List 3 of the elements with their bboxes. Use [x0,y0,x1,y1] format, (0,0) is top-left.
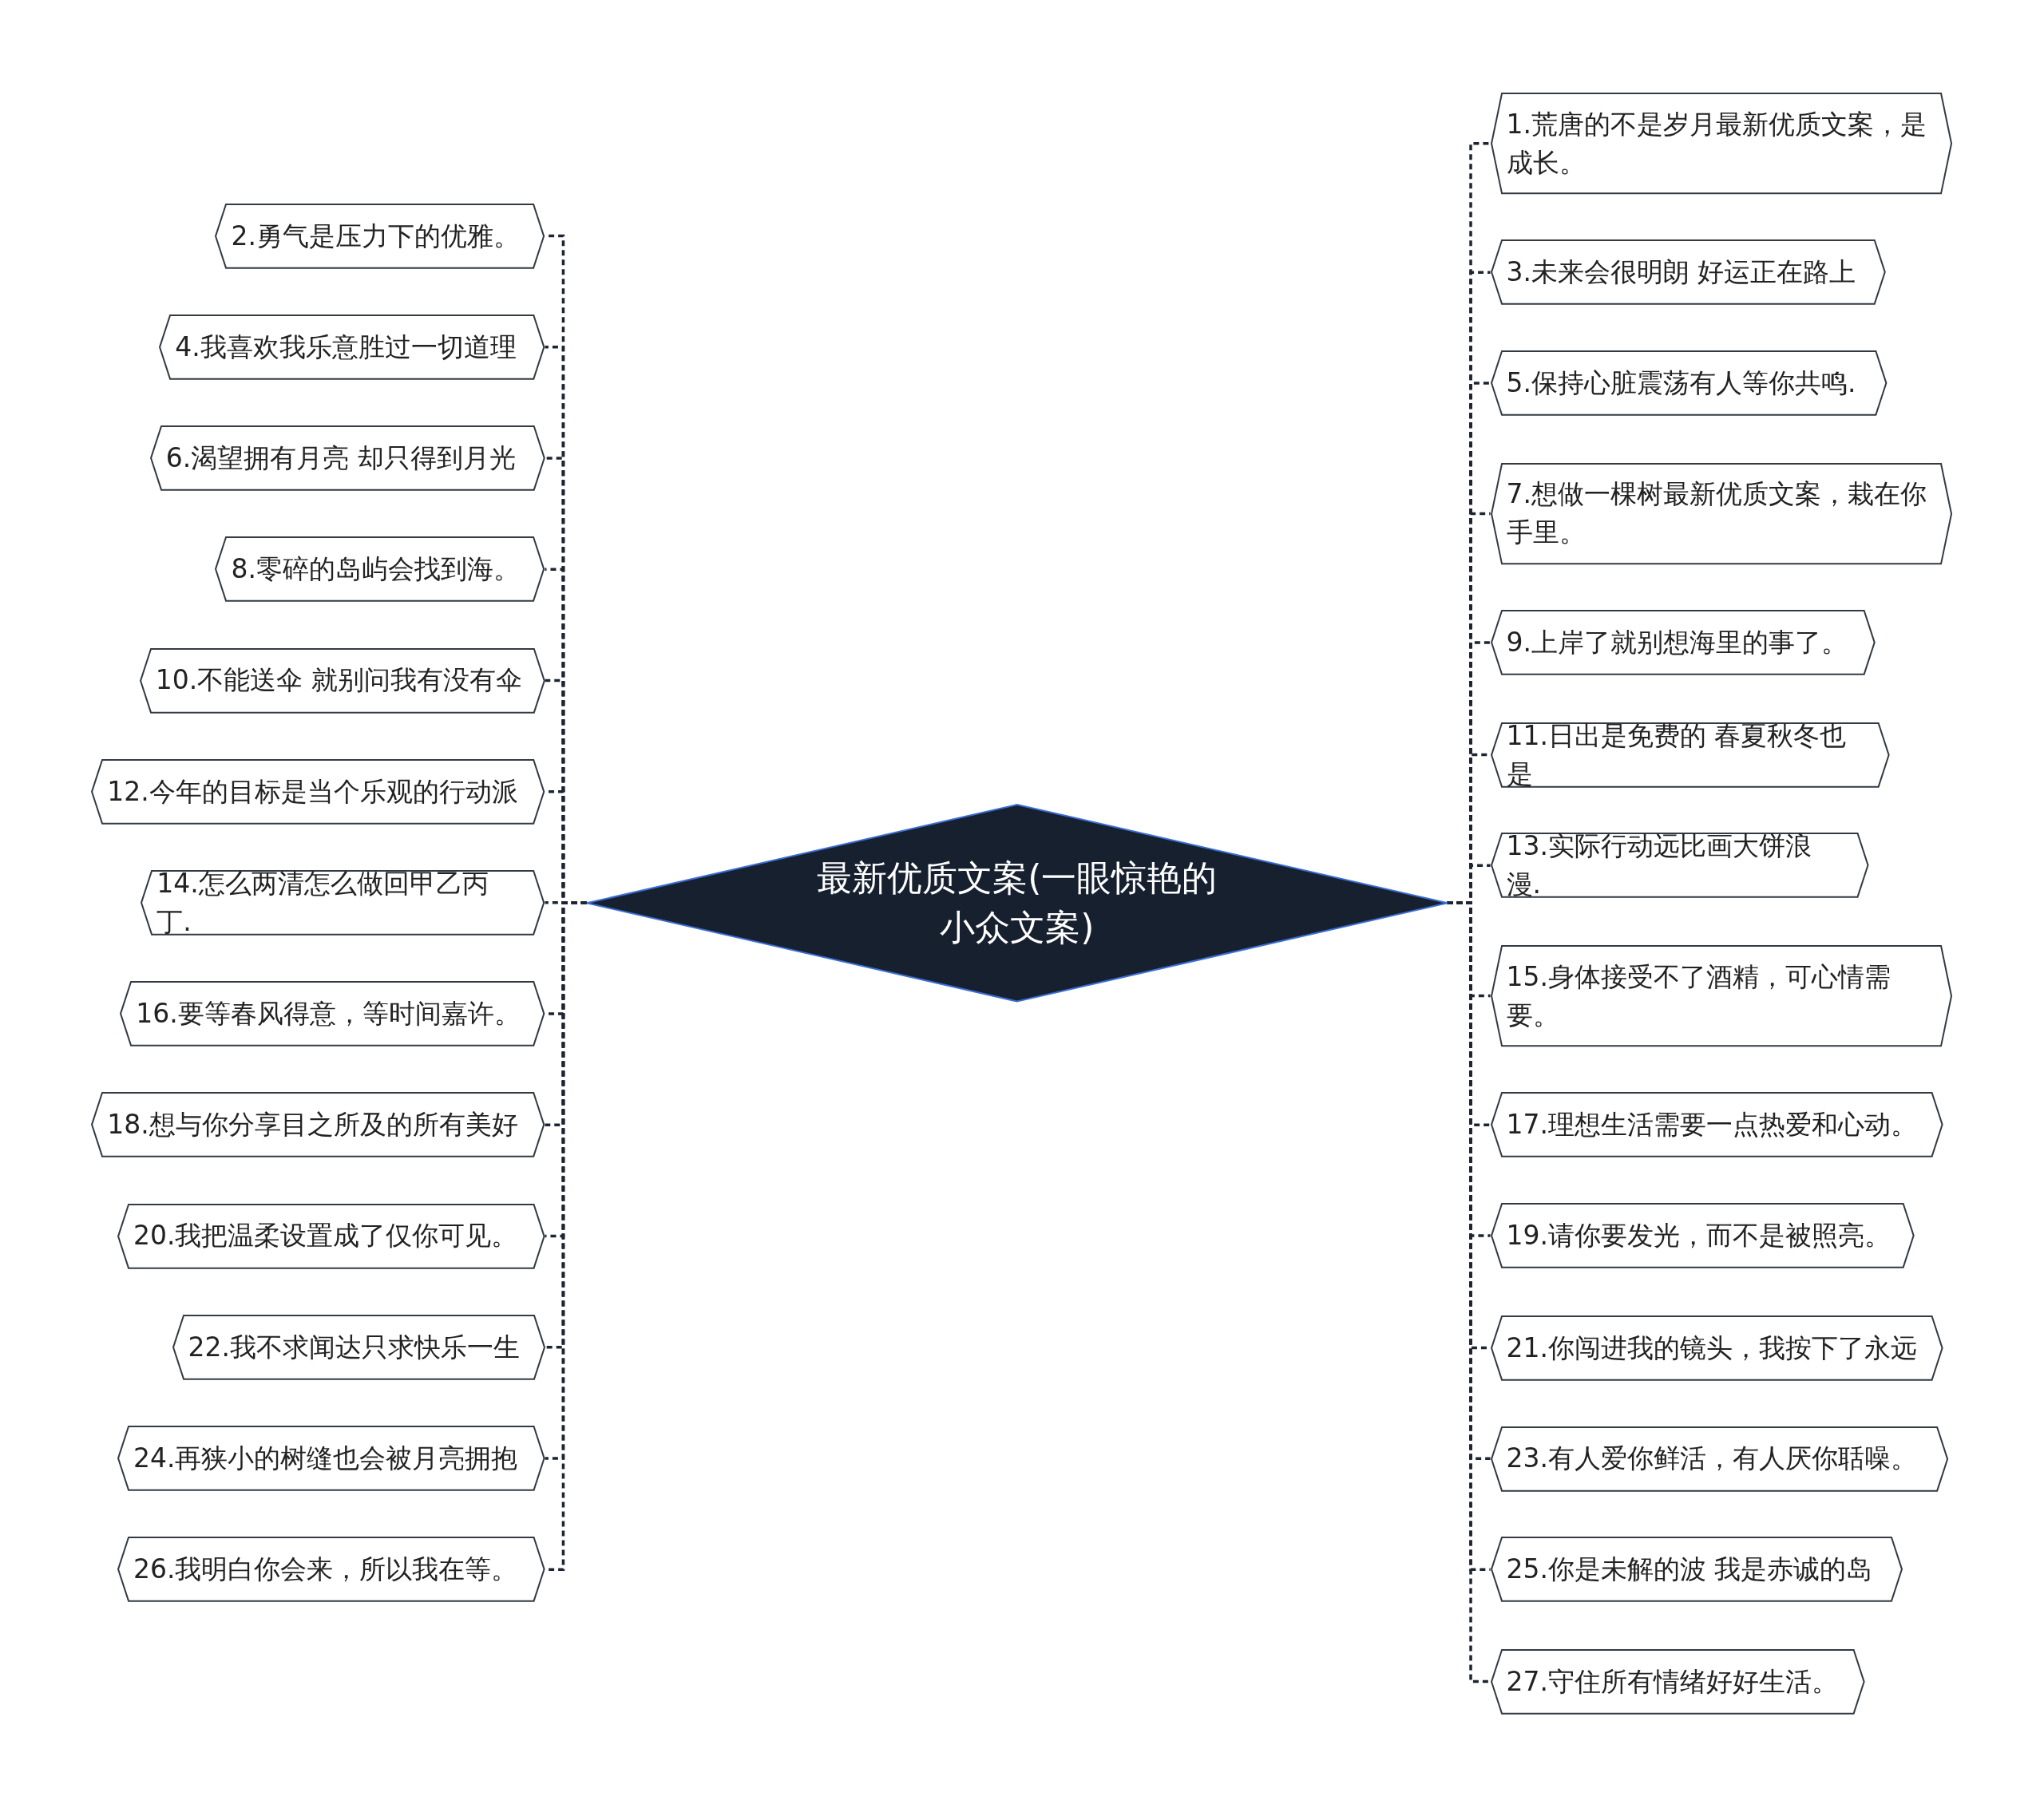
hexagon-box: 2.勇气是压力下的优雅。 [215,203,545,269]
diamond-node: 最新优质文案(一眼惊艳的小众文案) [586,804,1448,1002]
hexagon-box: 8.零碎的岛屿会找到海。 [215,536,545,602]
